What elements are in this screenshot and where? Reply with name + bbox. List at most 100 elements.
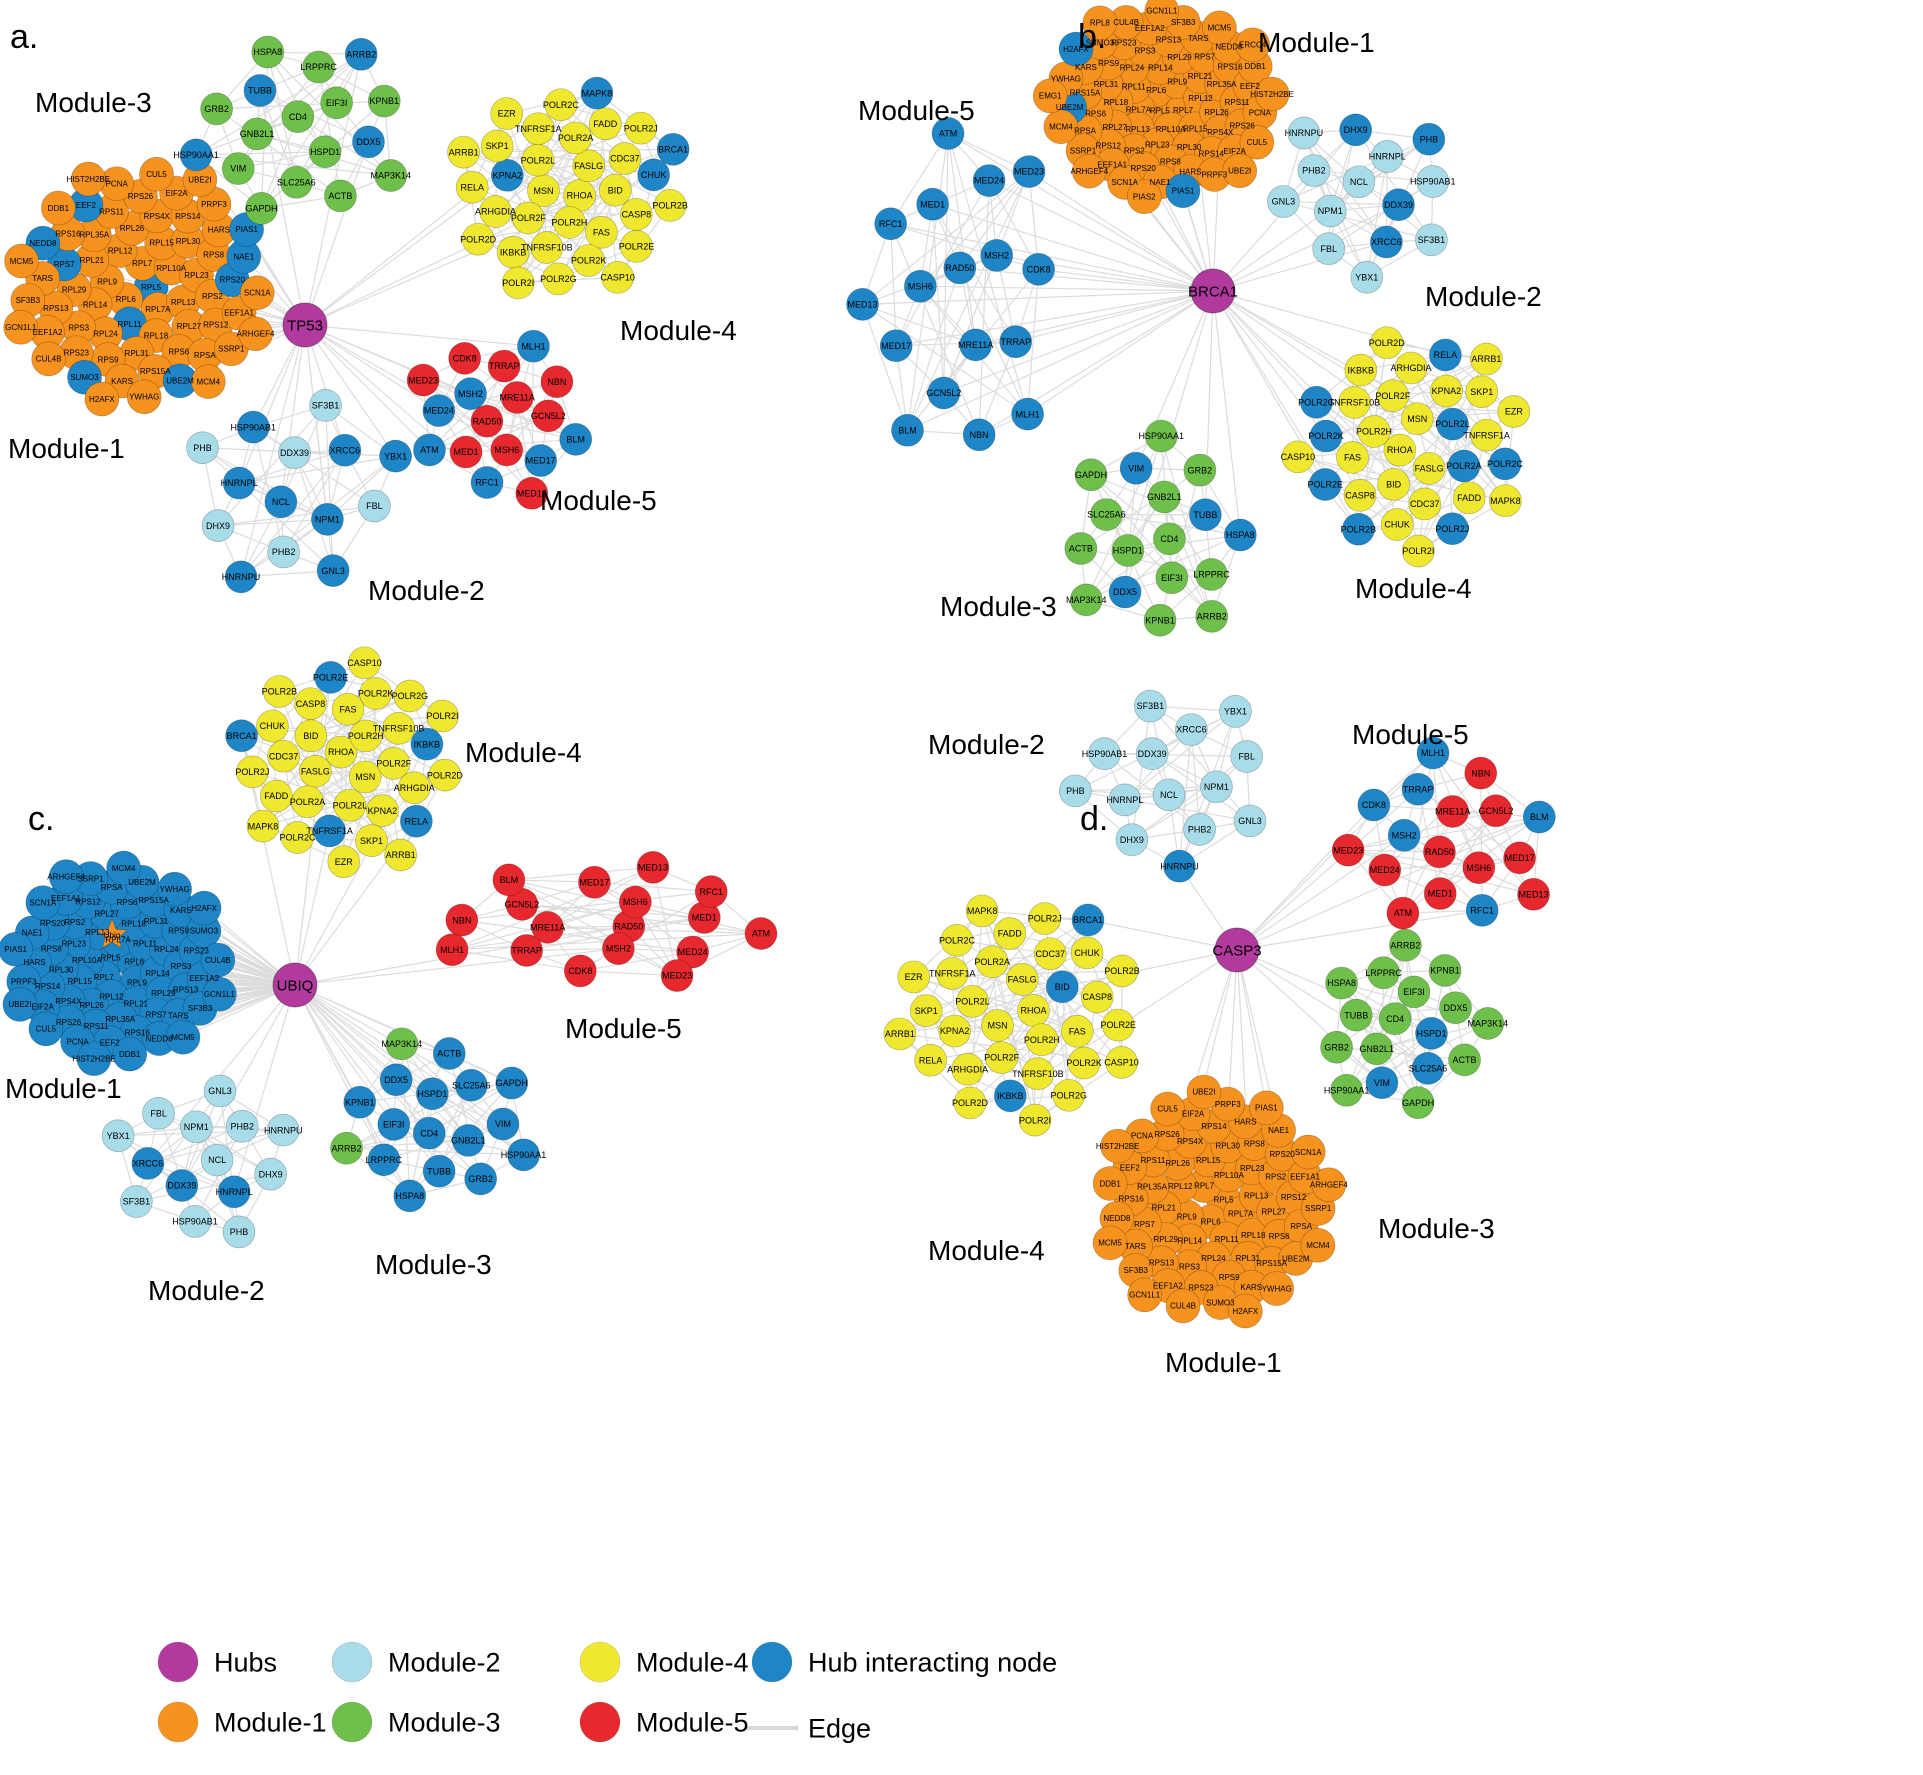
- legend-label: Module-1: [214, 1707, 327, 1737]
- legend-label: Module-5: [636, 1707, 749, 1737]
- gene-node: [1195, 599, 1229, 633]
- gene-node-label: RPS8: [203, 250, 224, 259]
- gene-node: [1297, 154, 1331, 187]
- hub-edge: [304, 141, 370, 326]
- module-label: Module-5: [565, 1013, 682, 1044]
- gene-node: [203, 1074, 237, 1108]
- gene-node: [914, 1043, 947, 1077]
- gene-node-label: CHUK: [260, 721, 286, 731]
- gene-node-label: UBE2I: [8, 1000, 31, 1009]
- gene-node: [1108, 783, 1142, 817]
- gene-node-label: NCL: [208, 1155, 226, 1165]
- gene-node-label: POLR2J: [235, 767, 269, 777]
- hub-node: [282, 302, 328, 348]
- gene-node-label: POLR2F: [511, 213, 547, 223]
- gene-node: [1155, 561, 1189, 595]
- gene-node-label: KARS: [170, 906, 192, 915]
- gene-node-label: POLR2G: [540, 274, 577, 284]
- gene-node-label: RPS11: [99, 207, 124, 216]
- gene-node: [1378, 1002, 1412, 1036]
- edge: [158, 1113, 196, 1222]
- gene-node-label: RPS13: [1149, 1259, 1175, 1268]
- gene-node: [1416, 736, 1450, 770]
- gene-node: [1144, 419, 1178, 453]
- gene-node-label: UBE2M: [1056, 103, 1084, 112]
- gene-node: [1022, 253, 1055, 286]
- gene-node: [377, 1108, 411, 1141]
- edge: [240, 449, 346, 578]
- gene-node-label: BLM: [500, 875, 519, 885]
- module-label: Module-5: [1352, 719, 1469, 750]
- gene-node-label: EZR: [335, 857, 354, 867]
- gene-node-label: RPS4X: [55, 997, 82, 1006]
- gene-node: [385, 1027, 419, 1061]
- gene-node: [1005, 963, 1039, 996]
- gene-node: [1423, 877, 1457, 910]
- gene-node-label: RPL26: [1204, 108, 1229, 117]
- gene-node: [1308, 468, 1342, 501]
- gene-node-label: RPL6: [1201, 1217, 1222, 1226]
- gene-node: [1021, 1057, 1055, 1091]
- gene-node-label: GNL3: [321, 566, 345, 576]
- gene-node-label: PHB: [230, 1227, 249, 1237]
- gene-node-label: UBE2M: [166, 377, 194, 386]
- gene-node-label: LRPPRC: [1193, 570, 1230, 580]
- gene-node-label: SUMO3: [1086, 38, 1115, 47]
- gene-node-label: CD4: [289, 112, 307, 122]
- gene-node-label: POLR2B: [652, 201, 688, 211]
- hub-edge: [304, 324, 430, 451]
- edge: [461, 919, 693, 953]
- gene-node-label: POLR2G: [392, 691, 429, 701]
- gene-node-label: POLR2A: [290, 797, 326, 807]
- gene-node: [348, 646, 381, 680]
- gene-node: [1115, 823, 1149, 857]
- gene-node-label: NAE1: [1268, 1126, 1289, 1135]
- gene-node: [744, 917, 778, 950]
- gene-node: [281, 821, 314, 854]
- gene-node-label: RPL35A: [1137, 1182, 1167, 1191]
- module-label: Module-4: [1355, 573, 1472, 604]
- gene-node-label: CUL5: [146, 170, 167, 179]
- gene-node-label: CUL5: [36, 1025, 57, 1034]
- gene-node-label: POLR2C: [939, 936, 976, 946]
- gene-node-label: MRE11A: [1435, 807, 1470, 817]
- gene-node-label: RPL7: [1173, 106, 1194, 115]
- gene-node: [1368, 853, 1402, 887]
- gene-node-label: CASP8: [1345, 490, 1375, 500]
- gene-node: [495, 1066, 529, 1100]
- gene-node-label: MLH1: [440, 945, 464, 955]
- legend-swatch-module5: [579, 1701, 621, 1743]
- gene-node-label: KPNB1: [1430, 966, 1460, 976]
- gene-node-label: XRCC6: [330, 445, 361, 455]
- gene-node-label: RPL27: [94, 909, 119, 918]
- gene-node: [1200, 770, 1233, 804]
- gene-node-label: PHB: [193, 443, 212, 453]
- gene-node: [320, 86, 353, 120]
- gene-node-label: RPL5: [101, 953, 122, 962]
- edge: [451, 866, 654, 951]
- gene-node-label: POLR2G: [1298, 397, 1335, 407]
- gene-node: [280, 165, 313, 199]
- gene-node-label: RPS13: [1156, 36, 1182, 45]
- gene-node-label: CD4: [1160, 534, 1178, 544]
- panel-letter: d.: [1080, 800, 1108, 838]
- gene-node-label: PRPF3: [1201, 170, 1227, 179]
- gene-node: [1174, 713, 1208, 746]
- gene-node: [1249, 1090, 1284, 1126]
- gene-node: [1488, 447, 1522, 481]
- gene-node-label: RPS7: [54, 260, 75, 269]
- gene-node-label: RPL12: [1168, 1182, 1193, 1191]
- gene-node-label: FBL: [1238, 752, 1255, 762]
- gene-node-label: RPL12: [108, 246, 133, 255]
- gene-node: [0, 931, 33, 967]
- gene-node: [1088, 737, 1121, 770]
- gene-node: [1309, 419, 1343, 453]
- gene-node-label: EZR: [1505, 407, 1524, 417]
- gene-node: [1135, 737, 1169, 770]
- gene-node: [451, 1124, 485, 1157]
- nodes-layer: [0, 0, 1556, 1743]
- gene-node-label: RPL31: [1236, 1254, 1261, 1263]
- module-label: Module-3: [375, 1249, 492, 1280]
- gene-node: [393, 679, 427, 713]
- legend-swatch-module4: [579, 1641, 621, 1683]
